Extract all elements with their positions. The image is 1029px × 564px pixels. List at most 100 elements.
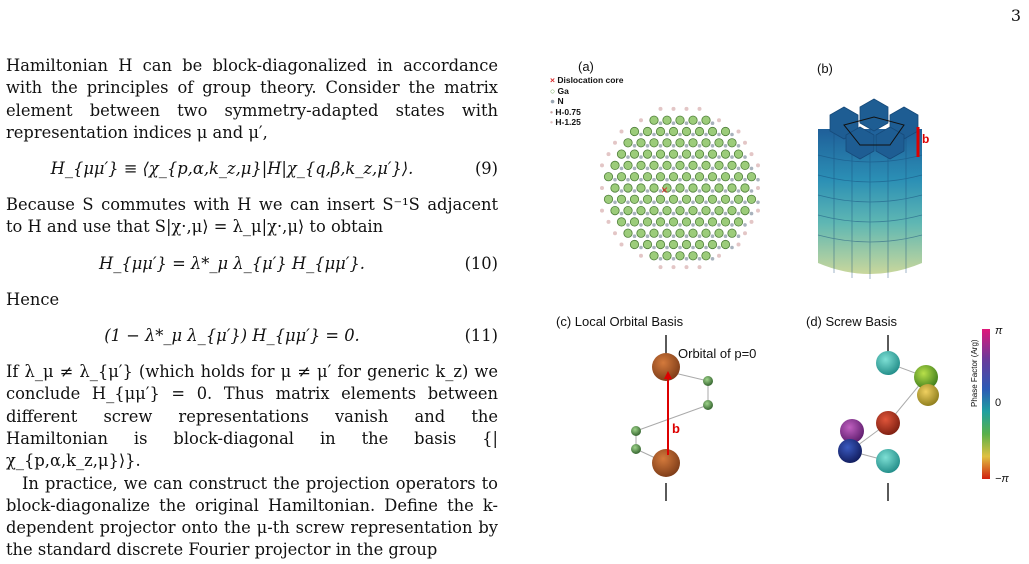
ga-atom	[668, 172, 679, 182]
ga-atom	[662, 115, 672, 125]
ga-atom	[694, 172, 705, 182]
ga-atom	[707, 194, 718, 204]
n-atom	[665, 132, 669, 137]
ga-atom	[629, 239, 640, 250]
paragraph-4: If λ_μ ≠ λ_{μ′} (which holds for μ ≠ μ′ …	[6, 362, 498, 471]
equation-10: H_{μμ′} = λ*_μ λ_{μ′} H_{μμ′}. (10)	[6, 253, 498, 275]
h-atom	[736, 242, 741, 247]
legend-item-ga: ○ Ga	[550, 85, 569, 96]
n-atom	[710, 189, 715, 193]
h-atom	[736, 129, 741, 134]
ga-atom	[688, 206, 698, 216]
ga-atom	[649, 251, 659, 261]
ga-atom	[694, 217, 705, 227]
n-atom	[645, 144, 650, 148]
h-atom	[697, 265, 702, 270]
ga-atom	[688, 138, 698, 148]
n-atom	[658, 211, 663, 216]
h-atom	[639, 253, 643, 258]
h-atom	[756, 208, 760, 213]
n-atom	[665, 223, 669, 227]
ga-atom	[688, 251, 698, 261]
ga-atom	[629, 172, 640, 182]
ga-atom	[629, 149, 640, 159]
ga-atom	[649, 228, 659, 238]
n-atom	[730, 177, 734, 182]
legend-item-h125: • H-1.25	[550, 117, 581, 127]
colorbar-bottom-label: −π	[995, 473, 1009, 485]
ga-atom	[707, 217, 718, 227]
n-atom	[645, 234, 650, 238]
legend-item-n: ● N	[550, 96, 564, 106]
n-atom	[710, 257, 715, 261]
h-atom	[717, 118, 721, 123]
n-atom	[697, 121, 702, 125]
ga-atom	[655, 217, 666, 227]
n-atom	[697, 189, 702, 193]
n-atom	[730, 223, 734, 227]
screw-basis-diagram	[838, 335, 939, 501]
n-atom	[652, 245, 656, 250]
ga-atom	[655, 172, 666, 182]
n-atom	[678, 245, 682, 250]
ga-atom	[746, 172, 757, 182]
equation-9-body: H_{μμ′} ≡ ⟨χ_{p,α,k_z,μ}|H|χ_{q,β,k_z,μ′…	[50, 159, 414, 179]
ga-atom	[707, 239, 718, 250]
ga-atom	[649, 138, 659, 148]
h-atom	[600, 163, 604, 168]
ga-atom	[714, 138, 724, 148]
ga-atom	[655, 149, 666, 159]
n-atom	[671, 234, 676, 238]
figure: (a) × Dislocation core ○ Ga ● N • H-0.75…	[540, 55, 1029, 564]
panel-b-label: (b)	[817, 61, 833, 76]
ga-atom	[655, 239, 666, 250]
n-atom	[678, 155, 682, 159]
h-atom	[717, 253, 721, 258]
h075-marker-icon: •	[550, 106, 553, 117]
n-atom	[723, 234, 728, 238]
ga-atom	[662, 228, 672, 238]
n-atom	[704, 200, 708, 205]
n-atom	[684, 144, 689, 148]
ga-marker-icon: ○	[550, 85, 556, 96]
ga-atom	[701, 115, 711, 125]
n-atom	[736, 211, 741, 216]
n-atom	[639, 223, 643, 227]
n-atom	[613, 177, 617, 182]
ga-atom	[707, 172, 718, 182]
n-atom	[658, 166, 663, 171]
n-atom	[684, 257, 689, 261]
n-atom	[658, 257, 663, 261]
n-atom	[652, 177, 656, 182]
ga-atom	[668, 194, 679, 204]
ga-atom	[623, 206, 633, 216]
ga-atom	[681, 194, 692, 204]
h-atom	[606, 219, 611, 224]
ga-atom	[720, 149, 731, 159]
n-atom	[730, 245, 734, 250]
n-atom	[626, 223, 630, 227]
ga-atom	[610, 183, 620, 193]
n-atom	[671, 144, 676, 148]
ga-atom	[701, 251, 711, 261]
ga-atom	[655, 126, 666, 137]
h-atom	[613, 140, 617, 145]
n-atom	[639, 132, 643, 137]
b-label-b: b	[922, 132, 929, 146]
n-atom	[749, 189, 754, 193]
n-atom	[678, 223, 682, 227]
ga-atom	[668, 239, 679, 250]
n-atom	[658, 144, 663, 148]
ga-atom	[642, 172, 653, 182]
ga-atom	[681, 149, 692, 159]
panel-a-label: (a)	[578, 59, 594, 74]
n-atom	[652, 155, 656, 159]
h-atom	[619, 129, 624, 134]
ga-atom	[701, 228, 711, 238]
ga-atom	[740, 183, 750, 193]
ga-atom	[720, 172, 731, 182]
n-atom	[723, 211, 728, 216]
n-atom	[665, 155, 669, 159]
paragraph-3: Hence	[6, 289, 60, 309]
ga-atom	[733, 194, 744, 204]
